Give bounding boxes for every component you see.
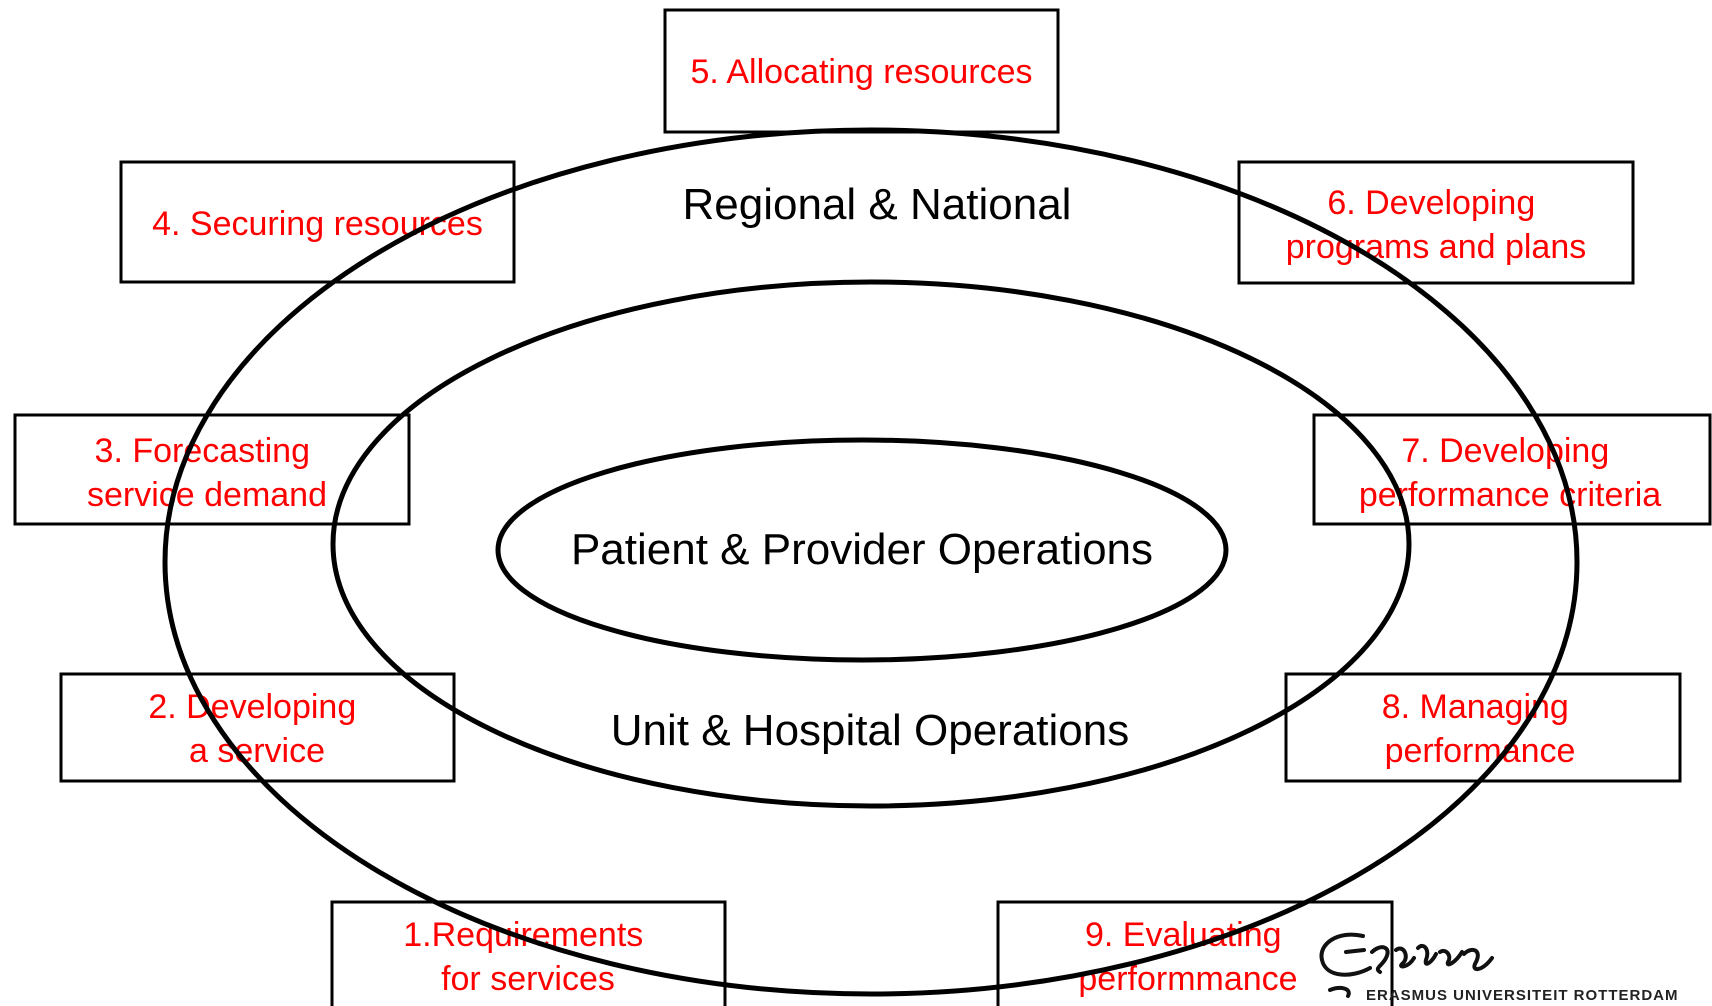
step-3-label: 3. Forecasting service demand [87,432,327,514]
step-box-3-frame [13,413,411,526]
erasmus-caption: ERASMUS UNIVERSITEIT ROTTERDAM [1366,987,1679,1004]
step-box-1: 1.Requirements for services [330,900,727,1006]
step-5-label: 5. Allocating resources [690,53,1032,91]
step-3-line-2: service demand [87,476,327,514]
step-box-4: 4. Securing resources [119,160,516,284]
step-7-label: 7. Developing performance criteria [1359,432,1661,514]
step-2-line-1: 2. Developing [148,688,356,726]
inner-ellipse-patient-provider [495,437,1229,663]
erasmus-flourish [1328,986,1351,998]
step-8-line-2: performance [1385,732,1576,770]
erasmus-university-logo: ERASMUS UNIVERSITEIT ROTTERDAM [1319,932,1679,1004]
step-3-line-1: 3. Forecasting [95,432,310,470]
step-box-3: 3. Forecasting service demand [13,413,411,526]
erasmus-signature-script [1319,932,1494,977]
step-6-label: 6. Developing programs and plans [1286,184,1587,266]
step-1-line-2: for services [441,960,615,998]
step-7-line-2: performance criteria [1359,476,1661,514]
step-box-5-frame [663,8,1060,134]
step-box-4-frame [119,160,516,284]
step-box-7: 7. Developing performance criteria [1312,413,1712,526]
step-6-line-1: 6. Developing [1327,184,1535,222]
middle-ellipse-unit-hospital [330,279,1412,809]
step-box-5: 5. Allocating resources [663,8,1060,134]
step-2-line-2: a service [189,732,325,770]
step-box-2-frame [59,672,456,783]
step-1-line-1: 1.Requirements [403,916,643,954]
step-5-line-1: 5. Allocating resources [690,53,1032,91]
outer-ellipse-regional-national [162,127,1580,997]
step-1-label: 1.Requirements for services [403,916,652,998]
step-box-7-frame [1312,413,1712,526]
step-7-line-1: 7. Developing [1401,432,1609,470]
step-box-1-frame [330,900,727,1006]
step-box-2: 2. Developing a service [59,672,456,783]
ring-label-patient-provider: Patient & Provider Operations [571,525,1153,574]
step-2-label: 2. Developing a service [148,688,365,770]
step-box-9-frame [996,900,1394,1006]
ring-label-regional-national: Regional & National [683,180,1072,229]
ring-label-unit-hospital: Unit & Hospital Operations [611,706,1129,755]
step-box-6: 6. Developing programs and plans [1237,160,1635,285]
step-box-8: 8. Managing performance [1284,672,1682,783]
step-box-8-frame [1284,672,1682,783]
